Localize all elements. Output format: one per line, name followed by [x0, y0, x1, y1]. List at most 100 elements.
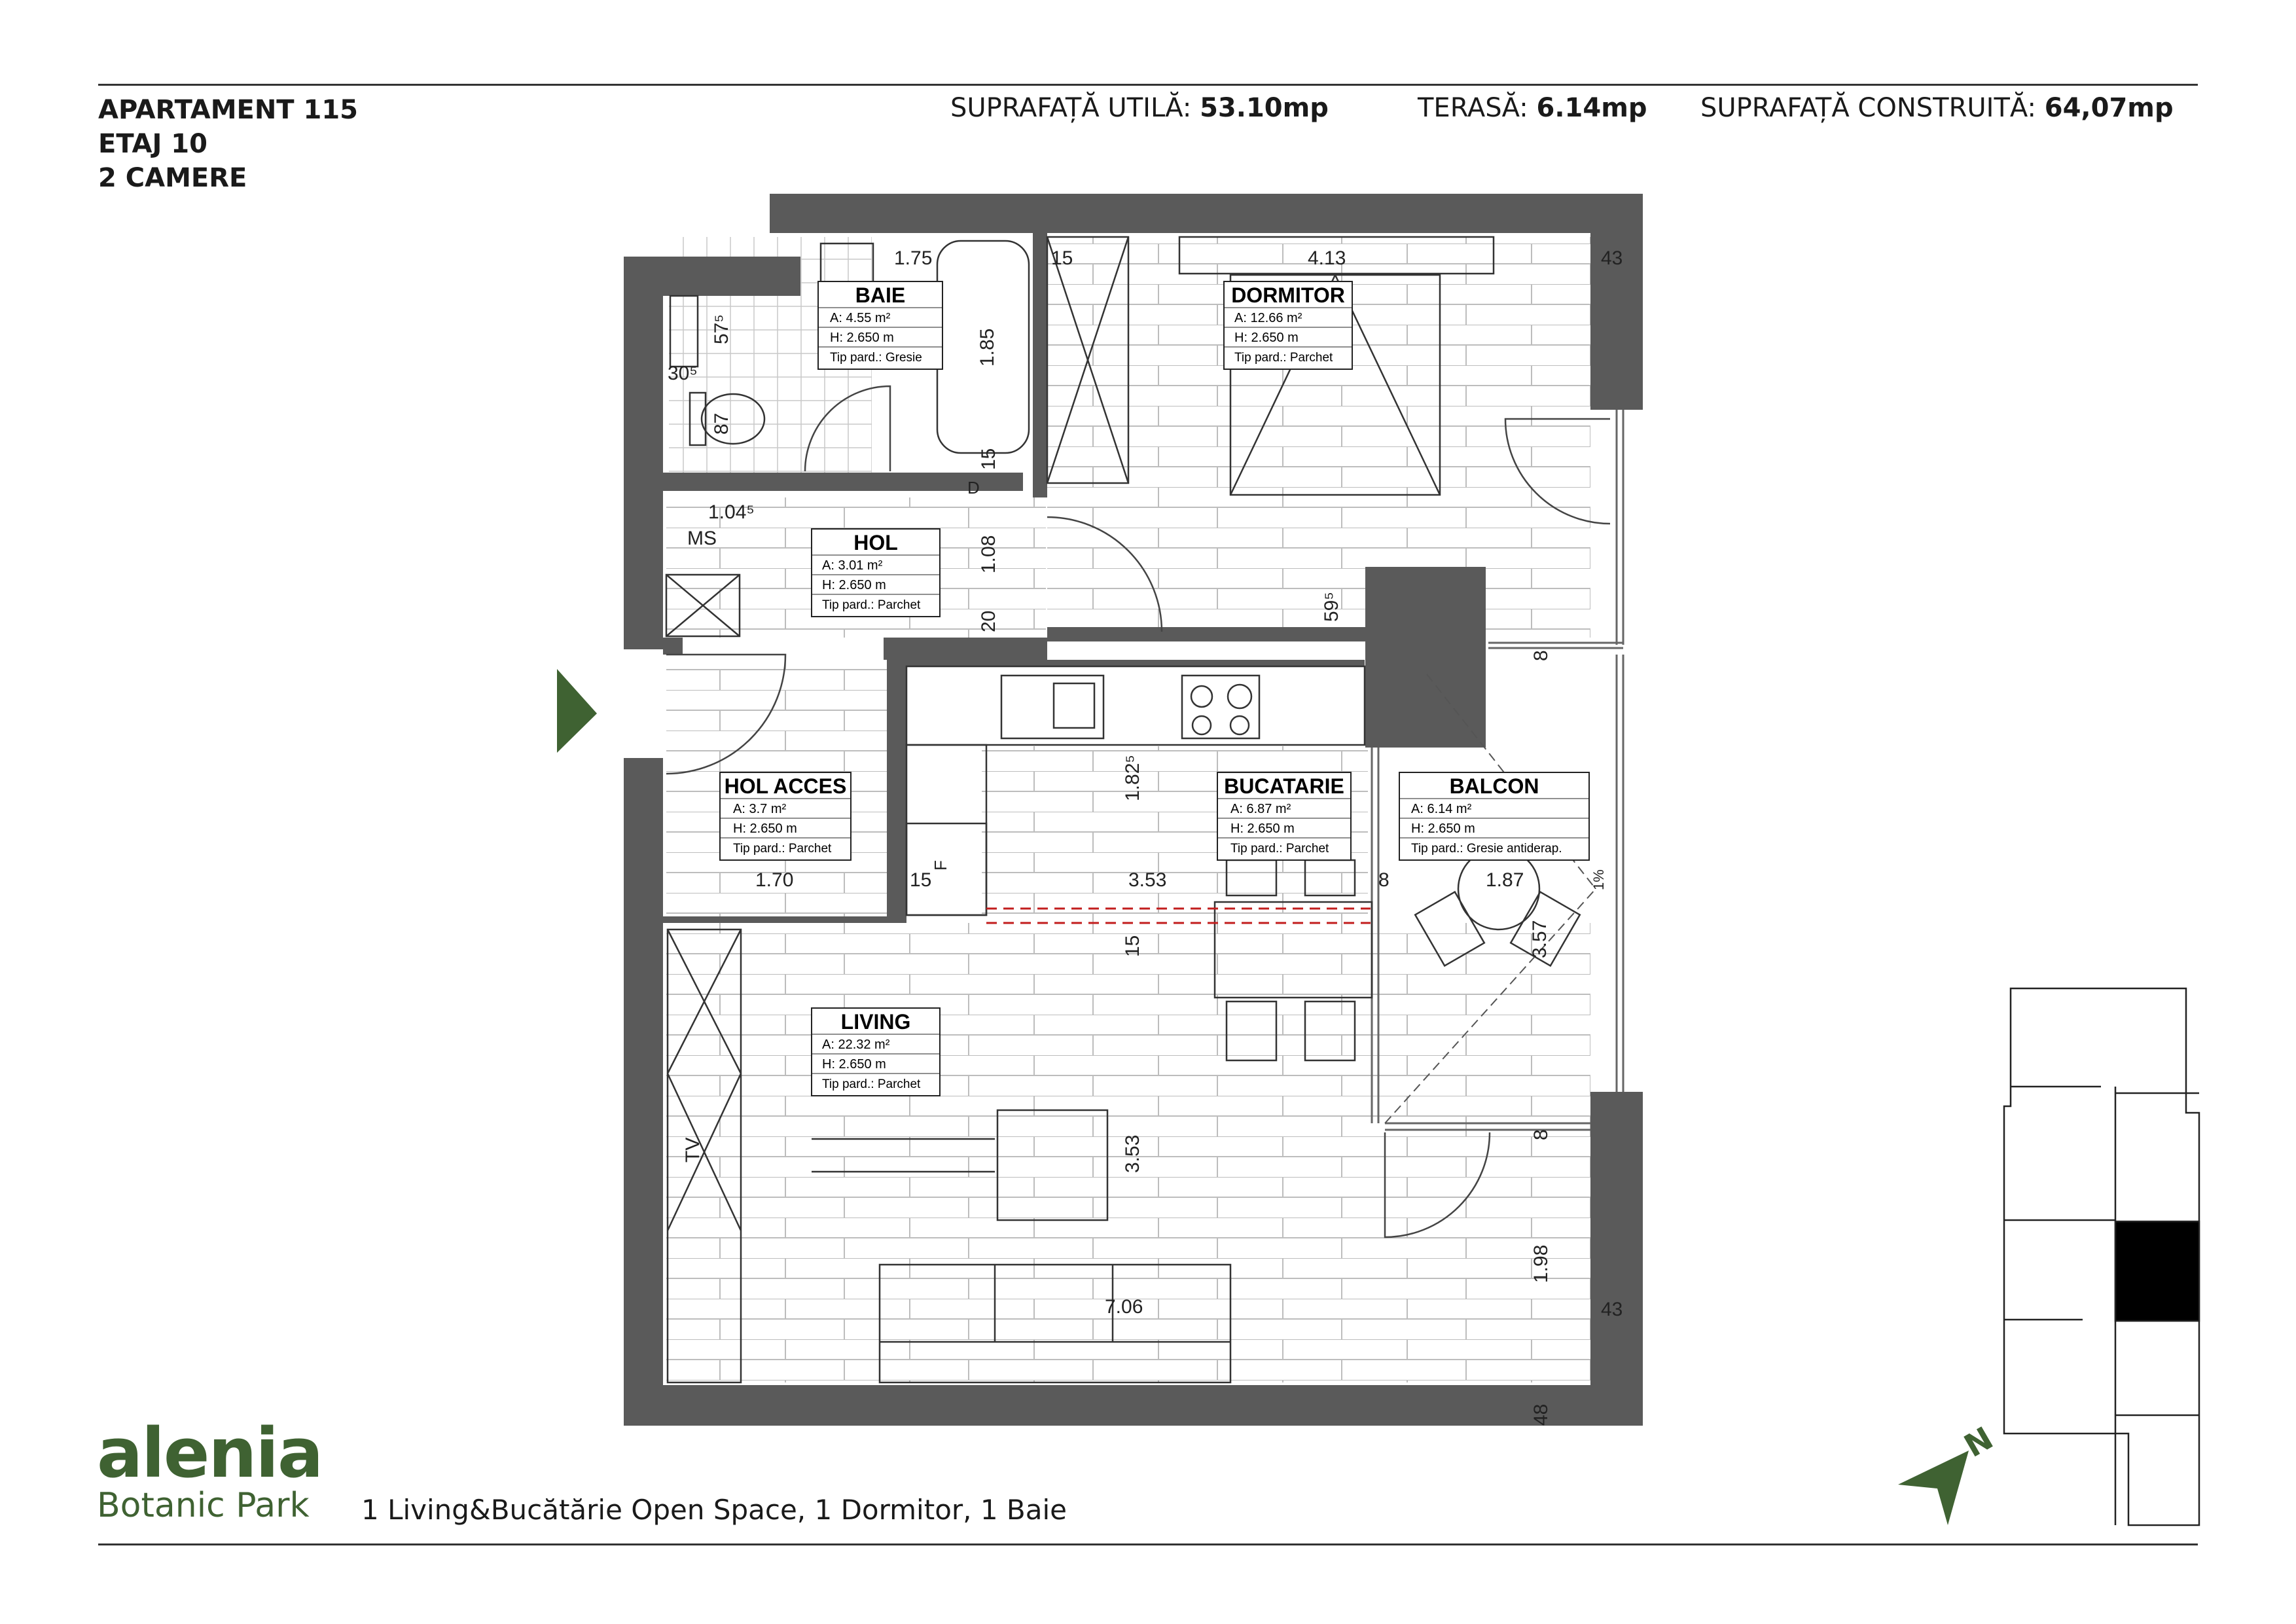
usable-area-value: 53.10mp	[1200, 93, 1329, 123]
walls	[624, 194, 1643, 1426]
door-entrance	[666, 653, 787, 775]
wall-top	[770, 194, 1643, 233]
coffee-table	[996, 1109, 1109, 1221]
room-name-hol-acces: HOL ACCES	[725, 774, 847, 798]
cooktop	[1181, 674, 1261, 740]
dim-20: 20	[978, 611, 999, 632]
toilet	[700, 393, 766, 445]
dim-353b: 3.53	[1122, 1135, 1143, 1173]
room-floor-hol: Tip pard.: Parchet	[822, 598, 921, 612]
room-floor-hol-acces: Tip pard.: Parchet	[733, 842, 832, 856]
bottom-rule	[98, 1543, 2198, 1545]
wall-hol-left-short	[663, 638, 683, 655]
room-name-bucatarie: BUCATARIE	[1224, 774, 1344, 798]
rooms-count: 2 CAMERE	[98, 163, 247, 193]
wall-kitchen-left	[887, 655, 906, 923]
dim-187: 1.87	[1486, 869, 1524, 891]
sofa	[878, 1263, 1232, 1384]
room-label-hol-acces: HOL ACCES A: 3.7 m² H: 2.650 m Tip pard.…	[719, 772, 852, 861]
dim-8b: 8	[1378, 869, 1390, 891]
apartment-summary: 1 Living&Bucătărie Open Space, 1 Dormito…	[361, 1494, 1067, 1526]
apartment-info: APARTAMENT 115 ETAJ 10 2 CAMERE	[98, 93, 358, 195]
fixtures	[665, 236, 1581, 1384]
room-floor-dormitor: Tip pard.: Parchet	[1234, 351, 1333, 365]
room-area-living: A: 22.32 m²	[822, 1038, 890, 1052]
usable-area-label: SUPRAFAȚĂ UTILĂ:	[950, 93, 1192, 123]
dimension-labels: 1.75 15 4.13 43 57⁵ 30⁵ 87 1.85 15 1.04⁵…	[668, 247, 1623, 1426]
dim-706: 7.06	[1105, 1296, 1143, 1318]
terrace-area-label: TERASĂ:	[1418, 93, 1528, 123]
built-area: SUPRAFAȚĂ CONSTRUITĂ: 64,07mp	[1700, 93, 2174, 123]
dim-1045: 1.04⁵	[708, 501, 755, 523]
wall-living-left	[663, 916, 892, 923]
dim-595: 59⁵	[1321, 592, 1342, 622]
wall-pillar	[1365, 567, 1486, 748]
building-key-plan	[2003, 987, 2200, 1526]
dim-43b: 43	[1601, 1299, 1623, 1320]
room-name-living: LIVING	[841, 1010, 911, 1034]
door-balcony-dormitor	[1504, 418, 1611, 525]
dim-1pct: 1%	[1590, 869, 1607, 890]
brand-subtitle: Botanic Park	[97, 1486, 310, 1525]
dim-185: 1.85	[977, 329, 998, 367]
apartment-highlight	[2114, 1220, 2200, 1322]
wall-left-lower	[624, 758, 663, 1426]
room-height-hol: H: 2.650 m	[822, 578, 886, 592]
label-d: D	[967, 478, 980, 497]
dining-table	[1213, 901, 1373, 999]
room-height-baie: H: 2.650 m	[830, 331, 894, 345]
room-name-balcon: BALCON	[1450, 774, 1539, 798]
room-floor-bucatarie: Tip pard.: Parchet	[1230, 842, 1329, 856]
room-height-living: H: 2.650 m	[822, 1057, 886, 1072]
wardrobe-dormitor	[1046, 236, 1130, 484]
wall-bath-right	[1033, 233, 1047, 497]
doors	[666, 385, 1611, 1238]
guides	[986, 907, 1371, 924]
terrace-area: TERASĂ: 6.14mp	[1418, 93, 1647, 123]
dim-87: 87	[711, 413, 732, 435]
room-floor-balcon: Tip pard.: Gresie antiderap.	[1411, 842, 1562, 856]
room-floor-baie: Tip pard.: Gresie	[830, 351, 922, 365]
room-height-balcon: H: 2.650 m	[1411, 821, 1475, 836]
dim-15c: 15	[910, 869, 931, 891]
dim-357: 3.57	[1529, 920, 1551, 958]
wall-left-upper	[624, 257, 663, 649]
floor-label: ETAJ 10	[98, 129, 207, 159]
usable-area: SUPRAFAȚĂ UTILĂ: 53.10mp	[950, 93, 1329, 123]
label-tv: TV	[682, 1138, 704, 1163]
shower-tray	[669, 295, 699, 368]
label-ms: MS	[687, 528, 717, 549]
room-label-bucatarie: BUCATARIE A: 6.87 m² H: 2.650 m Tip pard…	[1217, 772, 1352, 861]
dim-175: 1.75	[894, 247, 932, 269]
dim-48: 48	[1530, 1404, 1552, 1426]
dim-15a: 15	[1051, 247, 1073, 269]
dim-15b: 15	[978, 448, 999, 470]
dim-413: 4.13	[1308, 247, 1346, 269]
door-baie	[804, 385, 891, 472]
wall-dormitor-bottom	[1047, 627, 1365, 641]
room-area-hol: A: 3.01 m²	[822, 558, 883, 573]
north-arrow-icon: N	[1898, 1420, 2000, 1525]
dim-575: 57⁵	[711, 314, 732, 344]
wall-hol-bottom	[884, 638, 1047, 660]
built-area-label: SUPRAFAȚĂ CONSTRUITĂ:	[1700, 93, 2037, 123]
dim-15d: 15	[1122, 935, 1143, 957]
room-area-dormitor: A: 12.66 m²	[1234, 311, 1302, 325]
dim-8c: 8	[1530, 1129, 1552, 1140]
room-name-dormitor: DORMITOR	[1231, 283, 1345, 307]
dim-108: 1.08	[978, 535, 999, 573]
wall-kitchen-top	[906, 660, 1365, 666]
dim-198: 1.98	[1530, 1245, 1552, 1283]
built-area-value: 64,07mp	[2044, 93, 2174, 123]
dim-170: 1.70	[755, 869, 793, 891]
terrace-area-value: 6.14mp	[1536, 93, 1647, 123]
room-height-dormitor: H: 2.650 m	[1234, 331, 1299, 345]
room-name-baie: BAIE	[855, 283, 905, 307]
brand-name: alenia	[97, 1413, 323, 1493]
kitchen-counter	[905, 665, 1366, 746]
room-area-hol-acces: A: 3.7 m²	[733, 802, 786, 816]
dim-1825: 1.82⁵	[1122, 755, 1143, 801]
entrance-arrow-icon	[557, 669, 597, 753]
room-label-balcon: BALCON A: 6.14 m² H: 2.650 m Tip pard.: …	[1399, 772, 1590, 861]
